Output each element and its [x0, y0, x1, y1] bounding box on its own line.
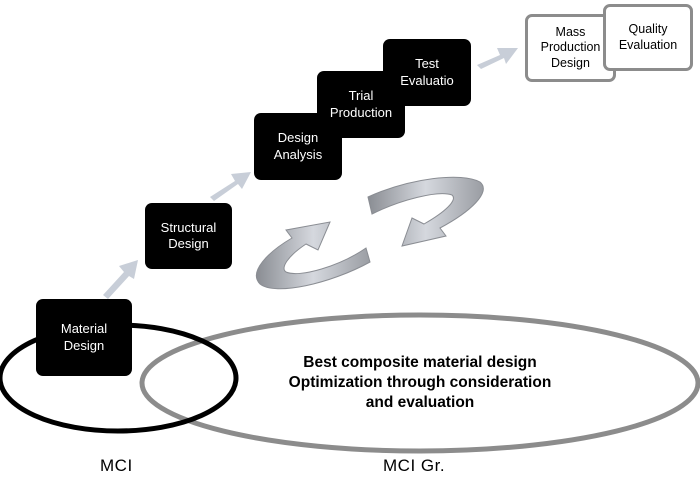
cycle-arrow-icon [255, 221, 371, 290]
step-design-analysis: Design Analysis [254, 113, 342, 180]
arrow-icon [103, 260, 138, 299]
step-quality-evaluation: Quality Evaluation [603, 4, 693, 71]
center-caption: Best composite material design Optimizat… [250, 353, 590, 413]
caption-line-1: Best composite material design [303, 354, 537, 371]
step-structural-design: Structural Design [145, 203, 232, 269]
step-test-evaluation: Test Evaluatio [383, 39, 471, 106]
mci-group-label: MCI Gr. [383, 456, 446, 475]
mci-label: MCI [100, 456, 133, 475]
mci-group-ellipse [139, 312, 700, 454]
arrow-icon [477, 48, 518, 69]
caption-line-3: and evaluation [365, 394, 475, 412]
caption-line-2: Optimization through consideration [288, 374, 552, 392]
arrow-icon [210, 172, 251, 201]
cycle-arrow-icon [367, 176, 484, 247]
step-material-design: Material Design [36, 299, 132, 376]
step-mass-production-design: Mass Production Design [525, 14, 616, 82]
